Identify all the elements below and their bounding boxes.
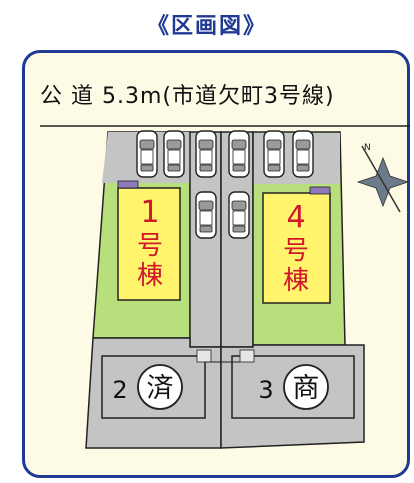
lot-3-number: 3 [258, 376, 273, 404]
compass-letter: N [364, 143, 371, 153]
lot-3-building [231, 355, 355, 419]
lot-4-entrance [309, 186, 331, 195]
parked-car-icon [136, 130, 158, 178]
parked-car-icon [292, 130, 314, 178]
lot-3-utility-box [239, 349, 255, 363]
lot-3-status: 商 [293, 373, 320, 404]
parked-car-icon [228, 130, 250, 178]
parked-car-icon [263, 130, 285, 178]
parked-car-icon [195, 130, 217, 178]
lot-1-entrance [117, 180, 139, 189]
lot-4-suffix-go: 号 [283, 236, 309, 266]
parked-car-icon [195, 191, 217, 239]
lot-3-status-circle [283, 364, 329, 410]
lot-4-building [262, 192, 331, 304]
parked-car-icon [163, 130, 185, 178]
road-label: 公 道 5.3m(市道欠町3号線) [40, 84, 335, 109]
lot-1-suffix-tou: 棟 [137, 261, 163, 291]
lot-2-status: 済 [147, 373, 174, 404]
compass-icon: N [356, 143, 410, 213]
lot-1-building [117, 187, 181, 301]
parked-car-icon [228, 191, 250, 239]
lot-2-building [101, 355, 206, 419]
lot-4-number: 4 [286, 200, 305, 235]
lot-1-suffix-go: 号 [137, 231, 163, 261]
lot-4-suffix-tou: 棟 [283, 266, 309, 296]
diagram-title: 《区画図》 [146, 14, 267, 39]
lot-2-utility-box [196, 349, 212, 363]
lot-1-number: 1 [140, 195, 159, 230]
lot-2-number: 2 [112, 376, 127, 404]
lot-2-status-circle [137, 364, 183, 410]
